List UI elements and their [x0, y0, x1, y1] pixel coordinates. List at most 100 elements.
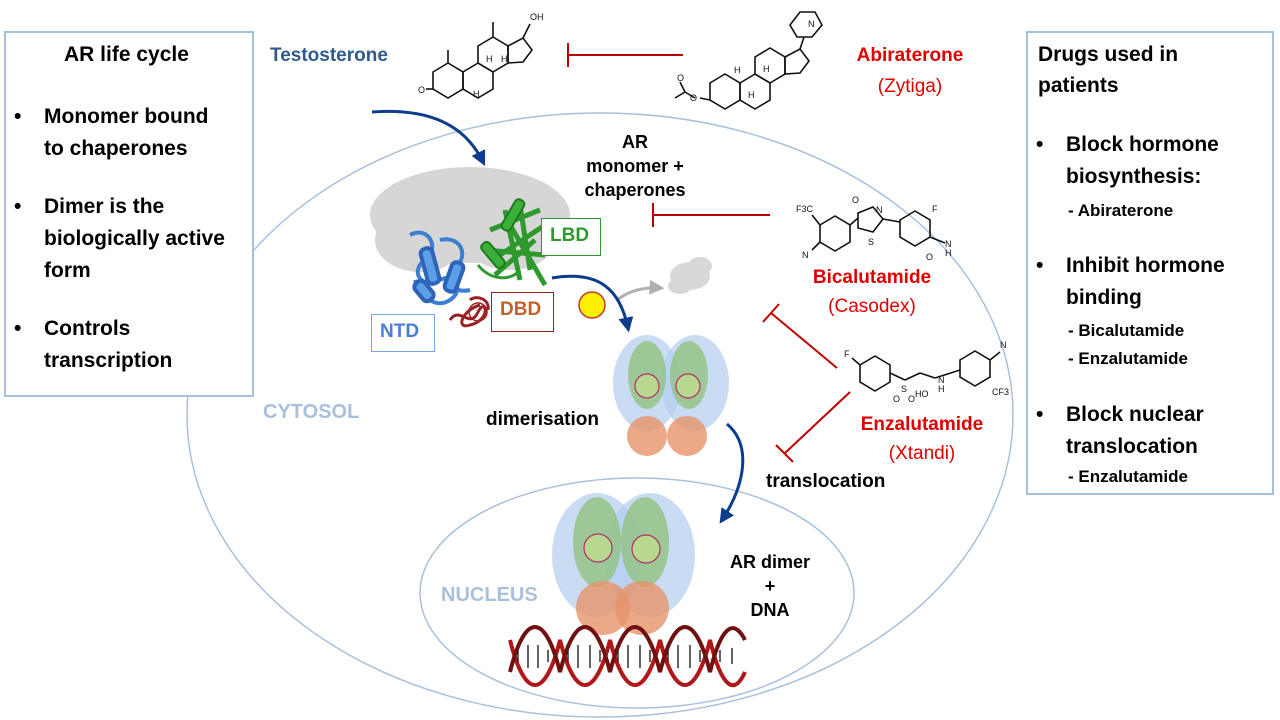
drug-sub-item: - Abiraterone	[1068, 201, 1174, 220]
list-item: • Dimer is the biologically active form	[14, 191, 225, 287]
ntd-ribbon	[409, 230, 471, 306]
svg-text:N: N	[808, 19, 815, 29]
list-item-line: biologically active	[44, 227, 225, 250]
drugs-panel: Drugs used in patients • Block hormone b…	[1026, 31, 1274, 495]
svg-text:F: F	[932, 204, 938, 214]
bullet-icon: •	[1036, 403, 1044, 426]
drug-group: • Block hormone biosynthesis:	[1036, 129, 1219, 193]
arrow-translocation	[719, 422, 745, 524]
list-item-line: Monomer bound	[44, 105, 209, 128]
inhibition-enzalutamide-translocation	[775, 391, 851, 463]
svg-text:H: H	[473, 89, 480, 99]
dimer-line: AR dimer	[729, 552, 810, 572]
panel-title-line2: patients	[1038, 74, 1119, 97]
list-item-line: form	[44, 259, 91, 282]
drug-group: • Block nuclear translocation	[1036, 399, 1204, 463]
bullet-icon: •	[14, 195, 22, 218]
abiraterone-name: Abiraterone	[856, 45, 964, 66]
arrow-testosterone-entry	[371, 109, 486, 167]
svg-text:O: O	[893, 394, 900, 404]
svg-text:O: O	[852, 195, 859, 205]
svg-text:O: O	[690, 93, 697, 103]
ar-dimer-dna-label: AR dimer + DNA	[715, 550, 825, 622]
svg-text:O: O	[418, 85, 425, 95]
svg-text:O: O	[908, 394, 915, 404]
svg-text:O: O	[926, 252, 933, 262]
inhibition-enzalutamide-binding	[762, 303, 838, 369]
enzalutamide-brand: (Xtandi)	[888, 443, 956, 464]
enzalutamide-name: Enzalutamide	[860, 414, 984, 435]
inhibition-abiraterone	[567, 43, 683, 67]
dimer-line: DNA	[750, 600, 790, 620]
svg-text:S: S	[868, 237, 874, 247]
nucleus-membrane	[419, 477, 855, 709]
list-item-line: transcription	[44, 349, 173, 372]
panel-title-line1: Drugs used in	[1038, 43, 1179, 66]
grey-arrow	[616, 279, 665, 302]
bicalutamide-atoms: F3C N O N S F N H O	[796, 195, 952, 262]
bicalutamide-name: Bicalutamide	[812, 267, 932, 288]
inhibition-bicalutamide	[652, 203, 770, 227]
svg-text:H: H	[748, 90, 755, 100]
list-item: • Controls transcription	[14, 313, 173, 377]
drug-sub-item: - Enzalutamide	[1068, 467, 1188, 486]
panel-title: AR life cycle	[64, 43, 189, 66]
svg-text:H: H	[938, 384, 945, 394]
svg-text:H: H	[501, 54, 508, 64]
dbd-ribbon	[448, 296, 490, 328]
nucleus-dimer	[552, 493, 695, 635]
abiraterone-structure	[674, 11, 823, 110]
ar-life-cycle-panel: AR life cycle • Monomer bound to chapero…	[4, 31, 254, 397]
svg-text:N: N	[802, 250, 809, 260]
cytosol-dimer	[613, 335, 729, 456]
arrow-ligand-binding	[551, 274, 634, 333]
enzalutamide-structure	[851, 350, 1001, 392]
bullet-icon: •	[14, 317, 22, 340]
list-item-line: Controls	[44, 317, 131, 340]
svg-text:O: O	[677, 73, 684, 83]
drug-group: • Inhibit hormone binding	[1036, 250, 1225, 314]
group-line: Inhibit hormone	[1066, 254, 1225, 277]
released-chaperones	[668, 257, 712, 294]
svg-text:CF3: CF3	[992, 387, 1009, 397]
list-item: • Monomer bound to chaperones	[14, 101, 209, 165]
translocation-label: translocation	[766, 471, 886, 492]
ar-monomer-label: AR monomer + chaperones	[560, 130, 710, 202]
svg-text:H: H	[763, 64, 770, 74]
group-line: binding	[1066, 286, 1142, 309]
svg-text:F3C: F3C	[796, 204, 814, 214]
bicalutamide-structure	[811, 206, 946, 252]
ar-monomer-line: chaperones	[584, 180, 686, 200]
group-line: Block nuclear	[1066, 403, 1204, 426]
lbd-domain-label: LBD	[541, 218, 601, 256]
group-line: translocation	[1066, 435, 1198, 458]
abiraterone-brand: (Zytiga)	[877, 76, 943, 97]
drug-sub-item: - Bicalutamide	[1068, 321, 1185, 340]
ntd-domain-label: NTD	[371, 314, 435, 352]
enzalutamide-atoms: F S O O HO N H N CF3	[844, 340, 1009, 404]
svg-text:H: H	[945, 248, 952, 258]
bullet-icon: •	[1036, 133, 1044, 156]
dimerisation-label: dimerisation	[486, 409, 599, 430]
cytosol-label: CYTOSOL	[263, 401, 360, 423]
svg-text:S: S	[901, 384, 907, 394]
svg-text:OH: OH	[530, 12, 544, 22]
list-item-line: to chaperones	[44, 137, 188, 160]
nucleus-label: NUCLEUS	[441, 584, 538, 606]
cell-membrane	[186, 112, 1014, 718]
lbd-ribbon	[476, 198, 548, 287]
ligand-dot	[578, 291, 606, 319]
group-line: biosynthesis:	[1066, 165, 1202, 188]
drug-sub-item: - Enzalutamide	[1068, 349, 1188, 368]
bicalutamide-brand: (Casodex)	[828, 296, 916, 317]
dimer-line: +	[764, 576, 776, 596]
list-item-line: Dimer is the	[44, 195, 165, 218]
bullet-icon: •	[14, 105, 22, 128]
testosterone-structure	[426, 22, 533, 99]
ar-monomer-line: monomer +	[586, 156, 684, 176]
svg-text:H: H	[734, 65, 741, 75]
dbd-domain-label: DBD	[491, 292, 554, 332]
svg-text:N: N	[1000, 340, 1007, 350]
testosterone-label: Testosterone	[270, 45, 388, 66]
